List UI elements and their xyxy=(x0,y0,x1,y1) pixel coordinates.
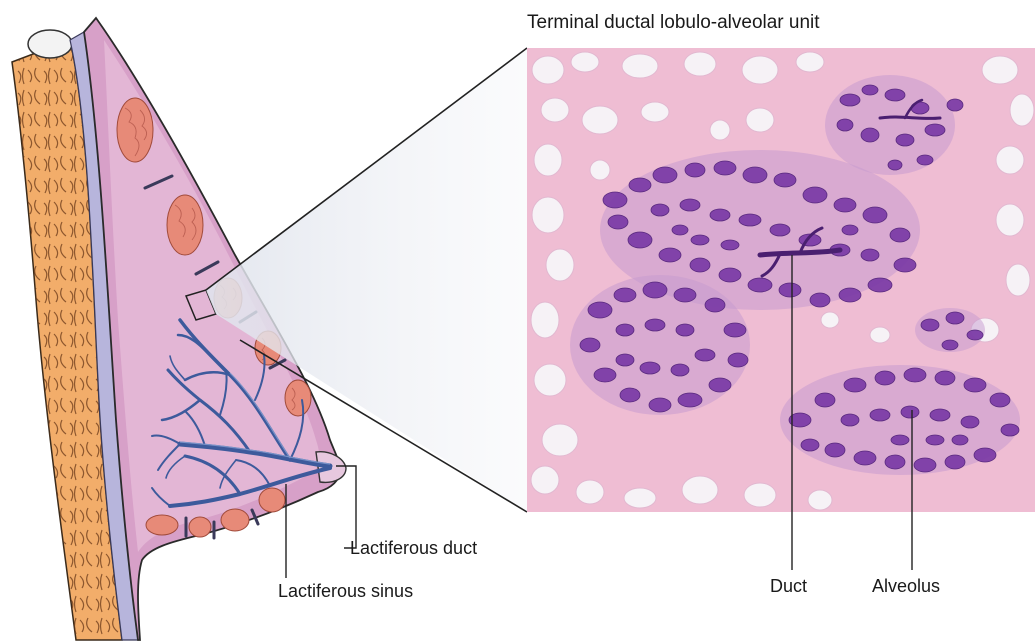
label-alveolus: Alveolus xyxy=(872,576,940,596)
label-lactiferous-duct: Lactiferous duct xyxy=(350,538,477,558)
rib-bone xyxy=(28,30,72,58)
diagram-title: Terminal ductal lobulo-alveolar unit xyxy=(527,12,820,33)
label-lactiferous-sinus: Lactiferous sinus xyxy=(278,581,413,601)
histology-micrograph xyxy=(527,48,1035,512)
label-duct: Duct xyxy=(770,576,807,596)
